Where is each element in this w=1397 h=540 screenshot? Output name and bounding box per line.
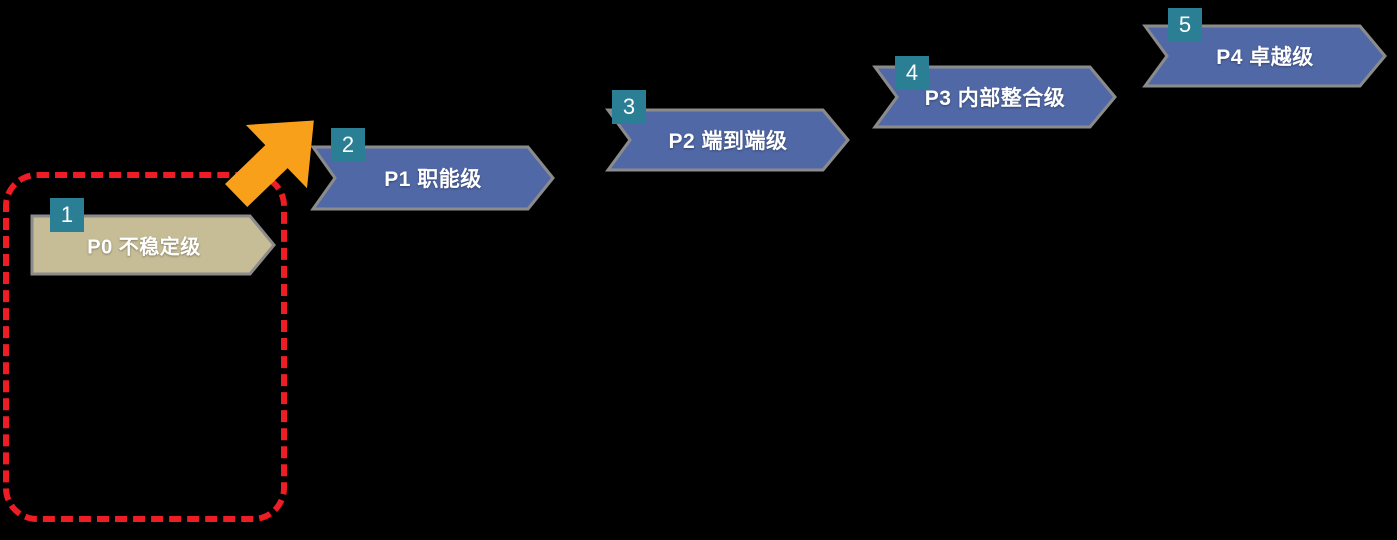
stage-shape-p1: [310, 145, 555, 211]
step-badge-1: 1: [50, 198, 84, 232]
step-badge-3: 3: [612, 90, 646, 124]
step-badge-2: 2: [331, 128, 365, 162]
stage-shape-p3: [872, 65, 1117, 129]
stage-shape-p2: [605, 108, 850, 172]
highlight-region-p0: [3, 172, 287, 522]
stage-shape-p4: [1142, 24, 1387, 88]
step-badge-5: 5: [1168, 8, 1202, 42]
step-badge-4: 4: [895, 56, 929, 90]
progression-arrow-icon: [215, 104, 335, 212]
stage-shape-p0: [30, 214, 276, 276]
